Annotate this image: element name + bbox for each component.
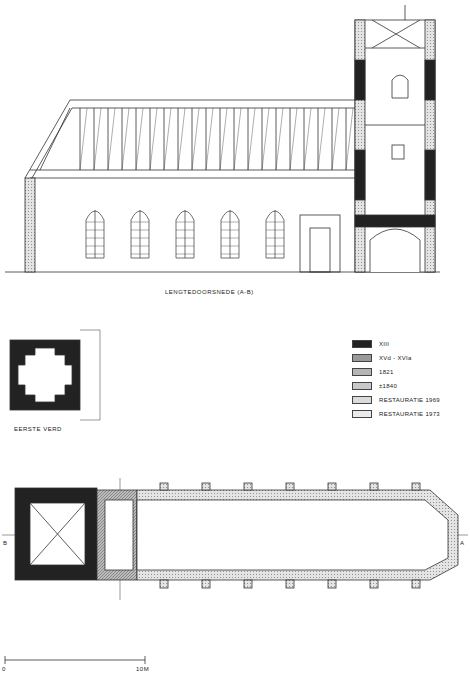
drawing-label: EERSTE VERD bbox=[14, 426, 62, 432]
legend-text: XVd - XVIa bbox=[379, 355, 412, 361]
legend-text: RESTAURATIE 1973 bbox=[379, 411, 440, 417]
legend-swatch bbox=[352, 382, 372, 390]
legend-swatch bbox=[352, 396, 372, 404]
legend-swatch bbox=[352, 340, 372, 348]
legend-swatch bbox=[352, 410, 372, 418]
legend-row: XVd - XVIa bbox=[352, 354, 412, 362]
legend-row: RESTAURATIE 1973 bbox=[352, 410, 440, 418]
legend-text: RESTAURATIE 1969 bbox=[379, 397, 440, 403]
drawing-label: 10M bbox=[136, 666, 149, 672]
legend-text: 1821 bbox=[379, 369, 394, 375]
legend-text: XIII bbox=[379, 341, 389, 347]
legend-swatch bbox=[352, 368, 372, 376]
legend-swatch bbox=[352, 354, 372, 362]
drawing-label: 0 bbox=[2, 666, 6, 672]
legend-row: RESTAURATIE 1969 bbox=[352, 396, 440, 404]
legend-row: ±1840 bbox=[352, 382, 397, 390]
legend-text: ±1840 bbox=[379, 383, 397, 389]
legend-row: XIII bbox=[352, 340, 389, 348]
legend-row: 1821 bbox=[352, 368, 394, 376]
drawing-label: LENGTEDOORSNEDE (A-B) bbox=[165, 289, 254, 295]
drawing-label: B bbox=[3, 540, 8, 546]
drawing-label: A bbox=[460, 540, 465, 546]
